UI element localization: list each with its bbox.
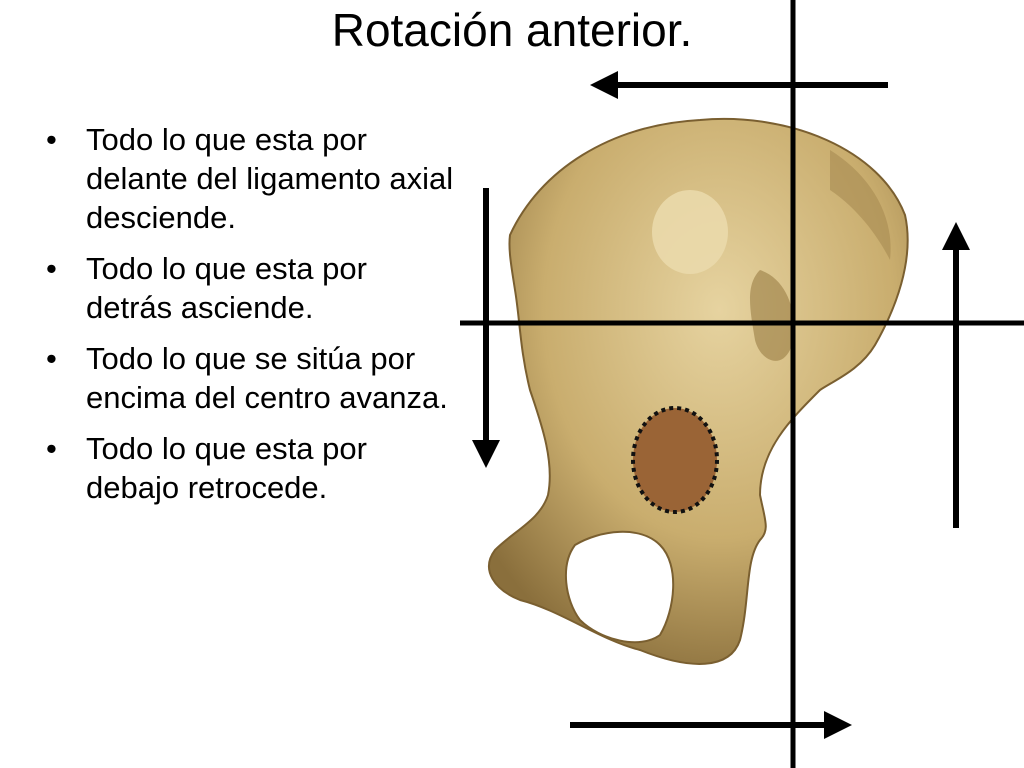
bullet-item: • Todo lo que se sitúa por encima del ce…: [40, 339, 460, 417]
bullet-symbol: •: [46, 341, 57, 376]
bullet-text: Todo lo que esta por detrás asciende.: [86, 251, 367, 325]
bullet-symbol: •: [46, 122, 57, 157]
bullet-text: Todo lo que esta por delante del ligamen…: [86, 122, 454, 235]
arrow-down-icon: [472, 188, 500, 468]
bone-shading: [750, 270, 794, 361]
slide-title: Rotación anterior.: [331, 4, 693, 56]
hip-bone-illustration: [488, 118, 909, 665]
arrow-left-icon: [590, 71, 888, 99]
bone-crest-shading: [830, 150, 891, 260]
bullet-symbol: •: [46, 431, 57, 466]
obturator-foramen: [564, 530, 675, 644]
arrow-up-icon: [942, 222, 970, 528]
bullet-text: Todo lo que se sitúa por encima del cent…: [86, 341, 448, 415]
auricular-highlight: [652, 190, 728, 274]
bullet-item: • Todo lo que esta por detrás asciende.: [40, 249, 460, 327]
acetabulum-marker: [631, 406, 719, 514]
bullet-item: • Todo lo que esta por delante del ligam…: [40, 120, 460, 237]
bullet-text: Todo lo que esta por debajo retrocede.: [86, 431, 367, 505]
bullet-list: • Todo lo que esta por delante del ligam…: [40, 120, 460, 519]
arrow-right-icon: [570, 711, 852, 739]
bullet-symbol: •: [46, 251, 57, 286]
bullet-item: • Todo lo que esta por debajo retrocede.: [40, 429, 460, 507]
